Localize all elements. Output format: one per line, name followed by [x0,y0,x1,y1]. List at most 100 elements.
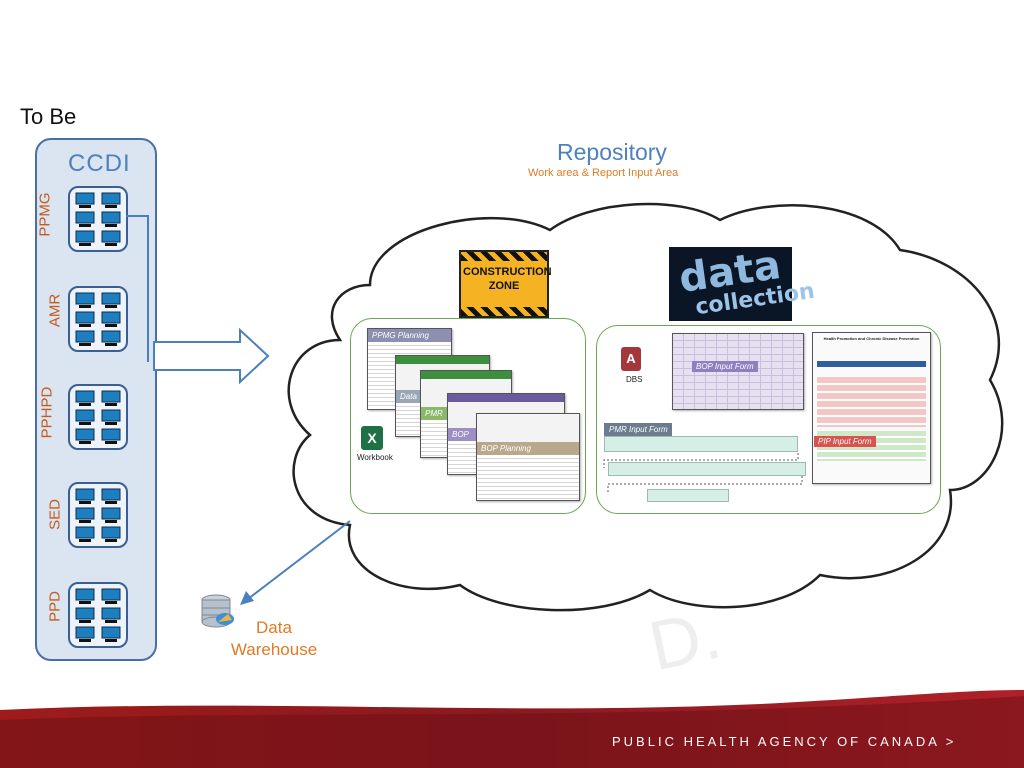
computers-icon [75,292,121,346]
keyboard-icon [105,441,117,444]
construction-zone-sign: CONSTRUCTION ZONE [459,250,552,318]
data-warehouse-label: Data Warehouse [230,618,318,659]
monitor-icon [75,211,95,224]
keyboard-icon [79,441,91,444]
monitor-icon [75,488,95,501]
doc-title: BOP [448,428,476,441]
doc-title: PPMG Planning [368,329,451,342]
monitor-icon [101,230,121,243]
monitor-icon [101,526,121,539]
pmr-form-row1 [604,436,798,452]
monitor-icon [101,507,121,520]
unit-label-ppd: PPD [46,591,64,622]
monitor-icon [75,292,95,305]
monitor-icon [75,330,95,343]
keyboard-icon [79,601,91,604]
keyboard-icon [79,539,91,542]
monitor-icon [75,526,95,539]
workbook-label: Workbook [357,453,393,462]
keyboard-icon [105,601,117,604]
keyboard-icon [105,224,117,227]
keyboard-icon [79,639,91,642]
monitor-icon [101,588,121,601]
monitor-icon [75,428,95,441]
keyboard-icon [79,422,91,425]
monitor-icon [75,230,95,243]
keyboard-icon [79,343,91,346]
monitor-icon [75,626,95,639]
pmr-form-connectors [603,453,803,492]
monitor-icon [101,409,121,422]
dbs-label: DBS [626,375,643,384]
keyboard-icon [79,403,91,406]
computers-icon [75,488,121,542]
amr-computers-icon [68,286,128,352]
monitor-icon [101,390,121,403]
doc-title: BOP Planning [477,442,579,455]
keyboard-icon [79,305,91,308]
keyboard-icon [105,539,117,542]
database-icon [201,594,234,628]
computers-icon [75,192,121,246]
monitor-icon [75,607,95,620]
monitor-icon [101,330,121,343]
unit-label-pphpd: PPHPD [38,386,56,439]
sed-computers-icon [68,482,128,548]
monitor-icon [101,607,121,620]
pmr-input-form-tab [604,423,672,436]
unit-label-amr: AMR [46,293,64,328]
keyboard-icon [105,343,117,346]
repository-title: Repository [557,139,667,165]
pmr-input-form-label: PMR Input Form [609,425,668,434]
repo-to-warehouse-arrow [240,520,351,605]
pip-input-form-doc: Health Promotion and Chronic Disease Pre… [812,332,931,484]
computers-icon [75,588,121,642]
keyboard-icon [79,324,91,327]
access-database-icon: A [621,347,641,371]
monitor-icon [101,428,121,441]
construction-zone-text: CONSTRUCTION ZONE [463,266,552,292]
slide-title: To Be [20,104,77,129]
pphpd-computers-icon [68,384,128,450]
keyboard-icon [105,520,117,523]
monitor-icon [75,588,95,601]
unit-label-sed: SED [46,499,64,530]
monitor-icon [75,507,95,520]
keyboard-icon [105,305,117,308]
monitor-icon [75,311,95,324]
monitor-icon [101,192,121,205]
keyboard-icon [105,324,117,327]
repository-subtitle: Work area & Report Input Area [528,167,679,179]
monitor-icon [75,390,95,403]
unit-label-ppmg: PPMG [36,192,54,237]
excel-icon: X [361,426,383,450]
keyboard-icon [105,422,117,425]
monitor-icon [101,211,121,224]
keyboard-icon [105,403,117,406]
keyboard-icon [105,620,117,623]
computers-icon [75,390,121,444]
doc-bop-planning: BOP Planning [476,413,580,501]
bop-input-form-label: BOP Input Form [692,361,758,372]
footer-text: PUBLIC HEALTH AGENCY OF CANADA > [612,734,957,749]
pip-input-form-label: PIP Input Form [814,436,876,447]
keyboard-icon [79,620,91,623]
keyboard-icon [105,243,117,246]
ppmg-computers-icon [68,186,128,252]
keyboard-icon [105,205,117,208]
keyboard-icon [79,501,91,504]
monitor-icon [101,311,121,324]
data-collection-image: data collection [669,242,816,321]
keyboard-icon [79,243,91,246]
ppd-computers-icon [68,582,128,648]
ccdi-title: CCDI [68,150,131,177]
monitor-icon [101,292,121,305]
keyboard-icon [105,639,117,642]
pmr-form-row2 [608,462,806,476]
footer-band [0,690,1024,768]
monitor-icon [75,409,95,422]
doc-title: PMR [421,407,449,420]
monitor-icon [75,192,95,205]
monitor-icon [101,626,121,639]
keyboard-icon [105,501,117,504]
